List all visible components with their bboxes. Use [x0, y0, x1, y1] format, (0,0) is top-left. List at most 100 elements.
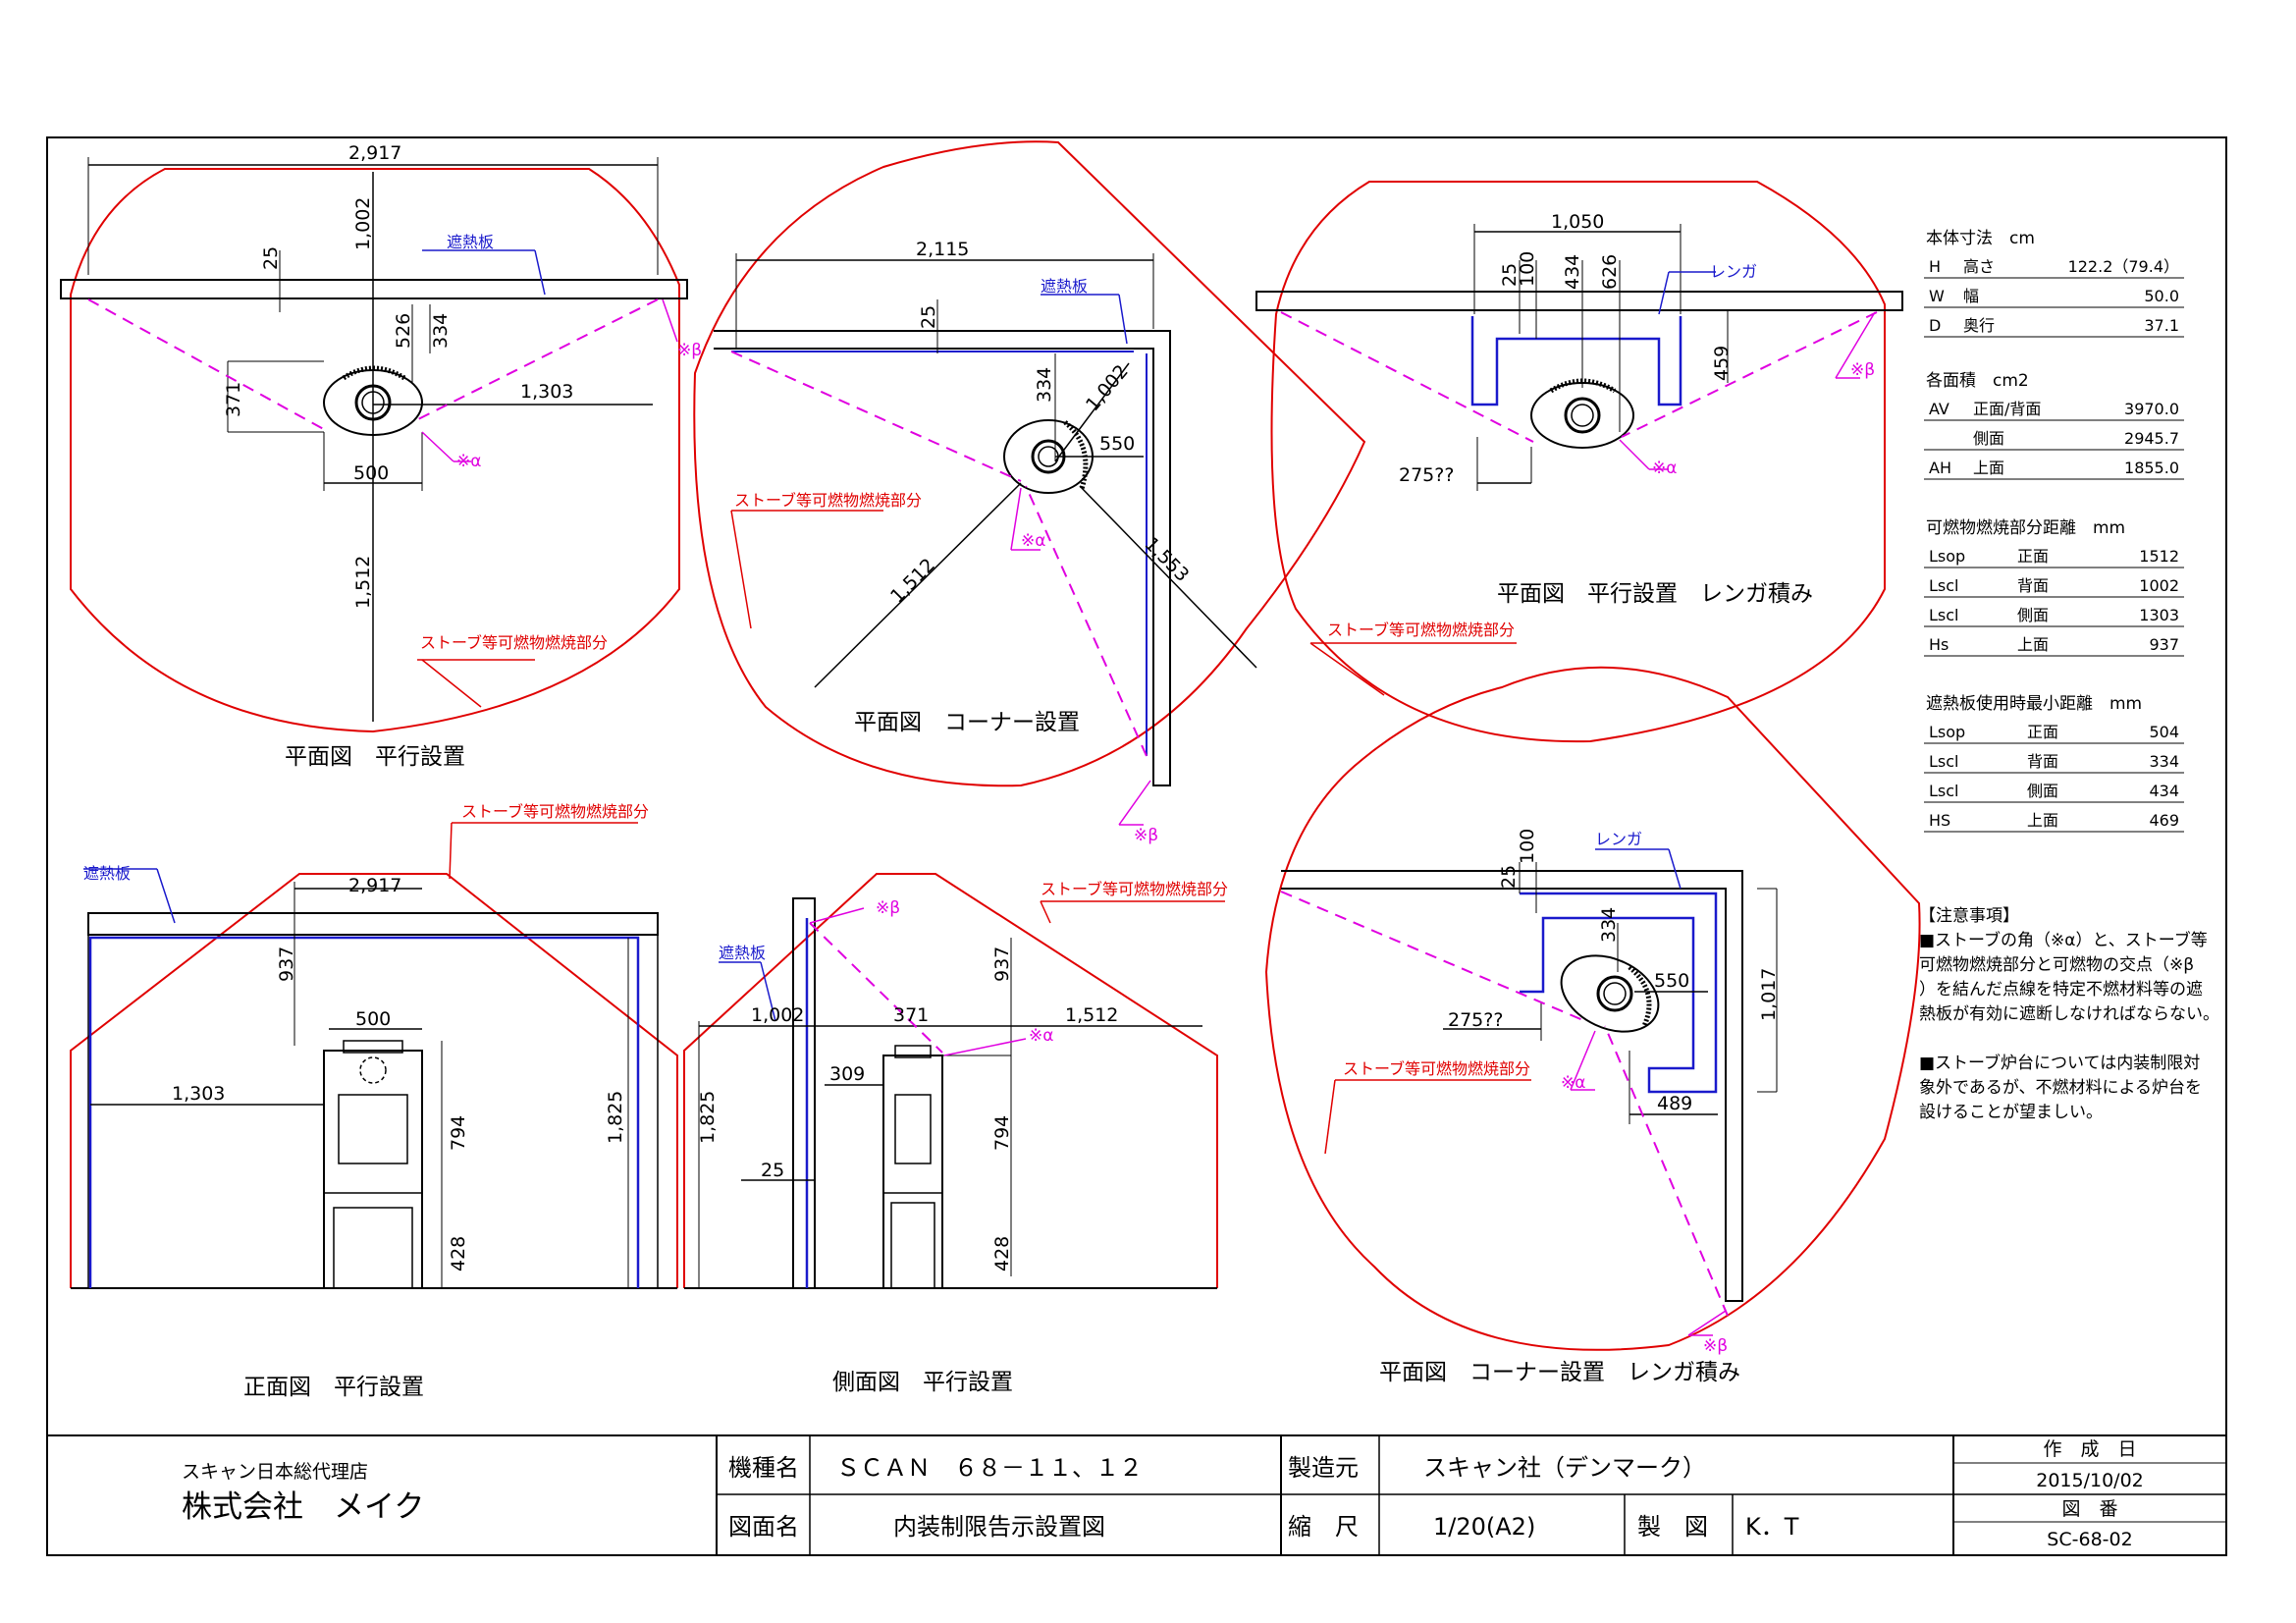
combustion-zone [1270, 181, 1886, 743]
dim-371: 371 [893, 1004, 929, 1026]
number-value: SC-68-02 [2047, 1529, 2132, 1550]
dim-front: 1,512 [352, 556, 374, 609]
note-line: 可燃物燃焼部分と可燃物の交点（※β [1919, 955, 2194, 975]
spec-label: 側面 [2017, 606, 2049, 624]
dim-428: 428 [448, 1236, 469, 1271]
date-value: 2015/10/02 [2036, 1470, 2144, 1491]
label-combustible: ストーブ等可燃物燃焼部分 [1327, 621, 1515, 639]
spec-key: Lscl [1929, 606, 1959, 624]
dim-1017: 1,017 [1758, 968, 1780, 1021]
label-combustible: ストーブ等可燃物燃焼部分 [734, 491, 922, 510]
dim-550: 550 [1099, 433, 1135, 455]
scale-label: 縮 尺 [1288, 1513, 1359, 1541]
marker-alpha: ※α [1561, 1073, 1585, 1093]
label-shield: 遮熱板 [83, 864, 131, 883]
spec-label: 奥行 [1963, 316, 1995, 335]
marker-beta: ※β [1134, 826, 1158, 845]
combustion-zone [683, 873, 1218, 1288]
view-side-parallel: 1,002 371 1,512 937 309 25 1,825 794 428… [683, 873, 1228, 1395]
caption: 平面図 平行設置 レンガ積み [1497, 581, 1813, 607]
note-line: 象外であるが、不燃材料による炉台を [1919, 1078, 2202, 1098]
date-label: 作 成 日 [2043, 1438, 2136, 1460]
label-brick: レンガ [1595, 830, 1642, 848]
marker-alpha: ※α [1652, 459, 1677, 478]
spec-value: 334 [2149, 752, 2179, 771]
dim-shield-gap: 25 [918, 305, 939, 329]
dim-100: 100 [1517, 251, 1538, 287]
spec-value: 504 [2149, 723, 2179, 741]
spec-label: 背面 [2027, 752, 2058, 771]
view-front-parallel: 2,917 937 500 1,303 794 428 1,825 遮熱板 スト… [70, 802, 678, 1400]
dim-width: 2,917 [348, 875, 401, 896]
spec-distance: 可燃物燃焼部分距離 mm Lsop 正面 1512 Lscl 背面 1002 L… [1924, 518, 2184, 657]
spec-label: 上面 [2017, 635, 2049, 654]
model-value: ＳＣＡＮ ６８－１１、１２ [836, 1454, 1143, 1482]
label-combustible: ストーブ等可燃物燃焼部分 [1041, 880, 1228, 898]
dim-1002: 1,002 [1082, 360, 1133, 415]
dim-1303: 1,303 [172, 1083, 225, 1105]
dim-1825: 1,825 [697, 1091, 719, 1144]
spec-title: 各面積 cm2 [1926, 371, 2029, 391]
dim-937: 937 [991, 947, 1013, 982]
dim-body-width: 500 [355, 1008, 391, 1030]
label-combustible: ストーブ等可燃物燃焼部分 [1343, 1059, 1530, 1078]
spec-value: 1855.0 [2124, 459, 2179, 477]
spec-value: 1303 [2139, 606, 2179, 624]
stove-front [323, 1050, 423, 1289]
drawing-label: 図面名 [728, 1513, 799, 1541]
marker-alpha: ※α [1029, 1026, 1053, 1046]
label-shield: 遮熱板 [719, 944, 766, 962]
dim-434: 434 [1562, 254, 1583, 290]
view-plan-corner: 2,115 25 334 1,002 550 1,512 1,553 遮熱板 ス… [693, 140, 1366, 845]
stove-side [882, 1055, 943, 1289]
sightline [411, 298, 659, 423]
label-combustible: ストーブ等可燃物燃焼部分 [420, 633, 608, 652]
marker-beta: ※β [1703, 1336, 1728, 1356]
maker-value: スキャン社（デンマーク） [1423, 1454, 1706, 1482]
view-plan-corner-brick: 25 100 334 550 1,017 275?? 489 レンガ ストーブ等… [1264, 666, 1921, 1385]
caption: 平面図 コーナー設置 [854, 710, 1080, 735]
note-line: ■ストーブの角（※α）と、ストーブ等 [1919, 930, 2208, 950]
dim-25: 25 [761, 1160, 784, 1181]
note-line: ）を結んだ点線を特定不燃材料等の遮 [1919, 980, 2203, 1000]
sightline [1280, 311, 1534, 443]
dim-1512: 1,512 [1065, 1004, 1118, 1026]
company-name: 株式会社 メイク [182, 1489, 424, 1525]
dim-width: 1,050 [1551, 211, 1604, 233]
dim-1825: 1,825 [605, 1091, 626, 1144]
combustion-zone [1264, 666, 1921, 1351]
dim-309: 309 [829, 1063, 865, 1085]
spec-label: 正面/背面 [1973, 400, 2041, 418]
wall [1255, 291, 1903, 311]
spec-label: 背面 [2017, 576, 2049, 595]
dim-794: 794 [448, 1115, 469, 1151]
ceiling [87, 912, 659, 936]
dim-left: 371 [223, 382, 244, 417]
dim-side-a: 526 [393, 313, 414, 349]
spec-label: 側面 [1973, 429, 2004, 448]
dim-459: 459 [1711, 346, 1733, 381]
model-label: 機種名 [728, 1454, 799, 1482]
spec-value: 37.1 [2144, 316, 2179, 335]
sightline [809, 922, 943, 1054]
spec-label: 正面 [2027, 723, 2058, 741]
shield-wall [60, 279, 688, 299]
dim-side-b: 334 [430, 313, 452, 349]
sheet-border [46, 136, 2227, 1556]
corner-wall [1281, 870, 1743, 1302]
maker-label: 製造元 [1288, 1454, 1359, 1482]
dim-width: 2,917 [348, 142, 401, 164]
marker-beta: ※β [876, 898, 900, 918]
combustion-zone [70, 168, 680, 733]
marker-beta: ※β [1850, 360, 1875, 380]
dim-550: 550 [1654, 970, 1689, 992]
spec-key: HS [1929, 811, 1950, 830]
dim-937: 937 [276, 947, 297, 982]
spec-key: Lsop [1929, 723, 1965, 741]
sightline [1280, 891, 1586, 1022]
note-line: 設けることが望ましい。 [1919, 1103, 2103, 1122]
dim-275: 275?? [1448, 1009, 1503, 1031]
spec-key: Lscl [1929, 782, 1959, 800]
shield-panel [88, 936, 640, 1288]
